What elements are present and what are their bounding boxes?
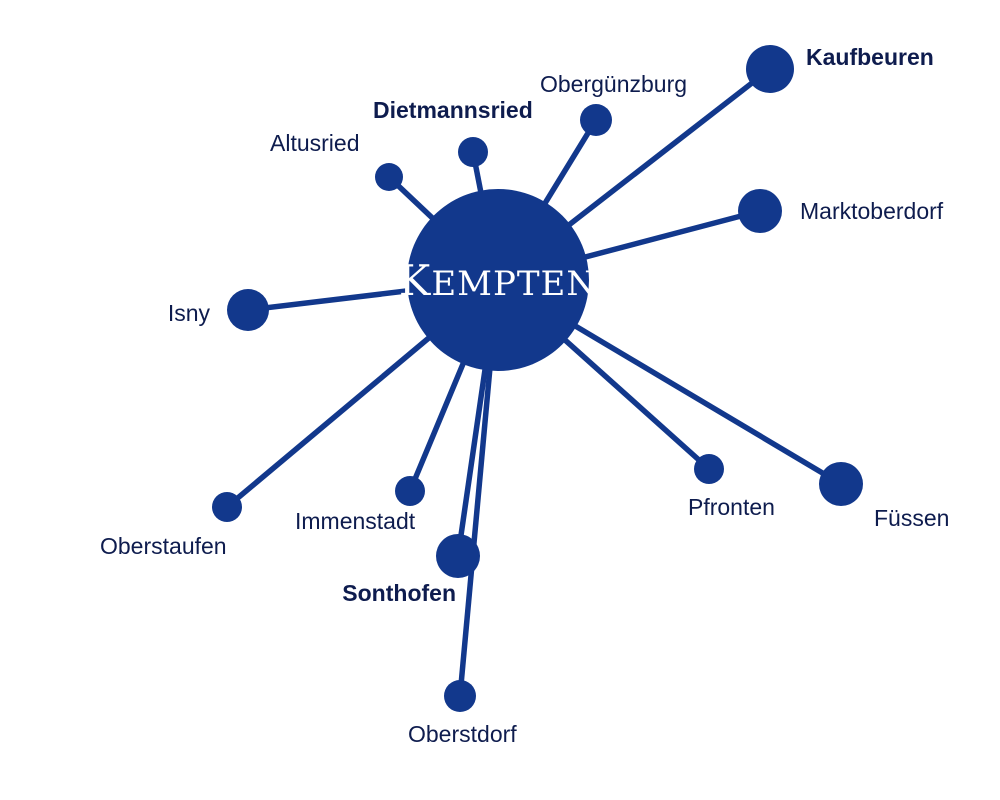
node-kaufbeuren [746,45,794,93]
node-immenstadt [395,476,425,506]
node-oberstaufen [212,492,242,522]
node-altusried [375,163,403,191]
node-fussen [819,462,863,506]
label-kaufbeuren: Kaufbeuren [806,44,934,70]
label-marktoberdorf: Marktoberdorf [800,198,944,224]
node-isny [227,289,269,331]
label-oberstaufen: Oberstaufen [100,533,227,559]
node-marktoberdorf [738,189,782,233]
label-obergunzburg: Obergünzburg [540,71,687,97]
label-altusried: Altusried [270,130,359,156]
node-dietmannsried [458,137,488,167]
node-sonthofen [436,534,480,578]
label-dietmannsried: Dietmannsried [373,97,533,123]
label-sonthofen: Sonthofen [342,580,456,606]
node-pfronten [694,454,724,484]
node-obergunzburg [580,104,612,136]
hub-kempten [407,189,589,371]
label-isny: Isny [168,300,211,326]
label-immenstadt: Immenstadt [295,508,416,534]
label-oberstdorf: Oberstdorf [408,721,517,747]
node-oberstdorf [444,680,476,712]
hub-label-kempten: KEMPTEN [399,256,597,305]
label-fussen: Füssen [874,505,949,531]
label-pfronten: Pfronten [688,494,775,520]
